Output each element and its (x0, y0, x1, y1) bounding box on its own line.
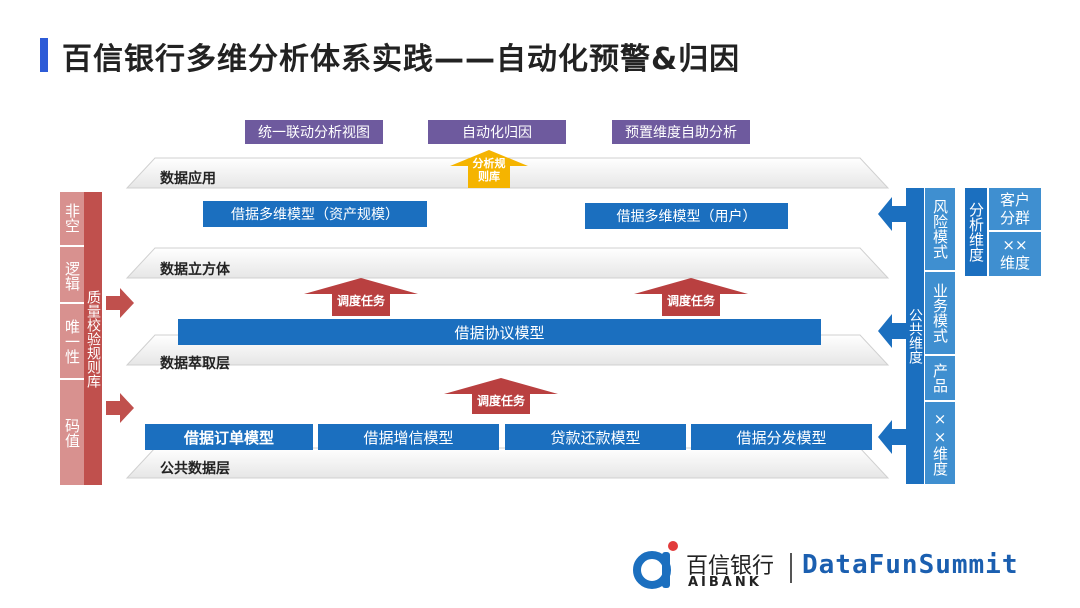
check-logic: 逻辑 (63, 261, 81, 291)
plane-common (125, 447, 890, 479)
analysis-xx-dim: ××维度 (989, 232, 1041, 276)
analysis-customer-group: 客户分群 (989, 188, 1041, 230)
cube-model-asset: 借据多维模型（资产规模） (203, 201, 427, 227)
dim-product: 产品 (931, 363, 949, 393)
schedule-label-2: 调度任务 (666, 294, 715, 308)
layer-label-common: 公共数据层 (160, 461, 230, 477)
dim-business-mode: 业务模式 (931, 283, 949, 343)
schedule-label-1: 调度任务 (336, 294, 385, 308)
layer-label-extract: 数据萃取层 (160, 356, 230, 372)
app-unified-view: 统一联动分析视图 (245, 120, 383, 144)
right-arrow-2 (878, 314, 906, 348)
cube-model-user: 借据多维模型（用户） (585, 203, 788, 229)
protocol-model: 借据协议模型 (178, 319, 821, 345)
right-divider-3 (925, 400, 955, 402)
right-arrow-3 (878, 420, 906, 454)
common-model-order: 借据订单模型 (145, 424, 313, 450)
page-title: 百信银行多维分析体系实践——自动化预警&归因 (62, 42, 741, 77)
app-self-service: 预置维度自助分析 (612, 120, 750, 144)
check-code: 码值 (63, 418, 81, 448)
quality-rule-library: 质量校验规则库 (84, 192, 102, 485)
footer-bank-name: 百信银行 (686, 554, 775, 579)
public-dimension: 公共维度 (906, 188, 924, 484)
dim-xx: ××维度 (931, 410, 949, 476)
right-arrow-1 (878, 197, 906, 231)
layer-label-cube: 数据立方体 (160, 262, 230, 278)
footer-bank-en: AIBANK (688, 575, 762, 590)
app-auto-attribution: 自动化归因 (428, 120, 566, 144)
title-accent-bar (40, 38, 48, 72)
check-nonnull: 非空 (63, 203, 81, 233)
rule-library-arrow (450, 150, 528, 188)
schedule-label-3: 调度任务 (476, 394, 525, 408)
check-unique: 唯一性 (63, 318, 81, 364)
rule-library-label: 分析规则库 (472, 157, 506, 183)
layer-label-app: 数据应用 (160, 171, 216, 187)
plane-cube (125, 247, 890, 279)
aibank-logo-icon (633, 541, 678, 589)
right-divider-1 (925, 270, 955, 272)
footer-divider (790, 553, 792, 583)
dimension-column (925, 188, 955, 484)
schedule-arrow-2 (634, 278, 748, 316)
common-model-repay: 贷款还款模型 (505, 424, 686, 450)
left-arrow-2 (106, 393, 134, 423)
analysis-dimension: 分析维度 (965, 188, 987, 276)
left-arrow-1 (106, 288, 134, 318)
common-model-dist: 借据分发模型 (691, 424, 872, 450)
right-divider-2 (925, 354, 955, 356)
schedule-arrow-3 (444, 378, 558, 414)
schedule-arrow-1 (304, 278, 418, 316)
left-check-column (60, 192, 84, 485)
common-model-credit: 借据增信模型 (318, 424, 499, 450)
left-divider-2 (60, 302, 84, 304)
left-divider-1 (60, 245, 84, 247)
footer-summit: DataFunSummit (802, 550, 1019, 580)
left-divider-3 (60, 378, 84, 380)
dim-risk-mode: 风险模式 (931, 199, 949, 259)
